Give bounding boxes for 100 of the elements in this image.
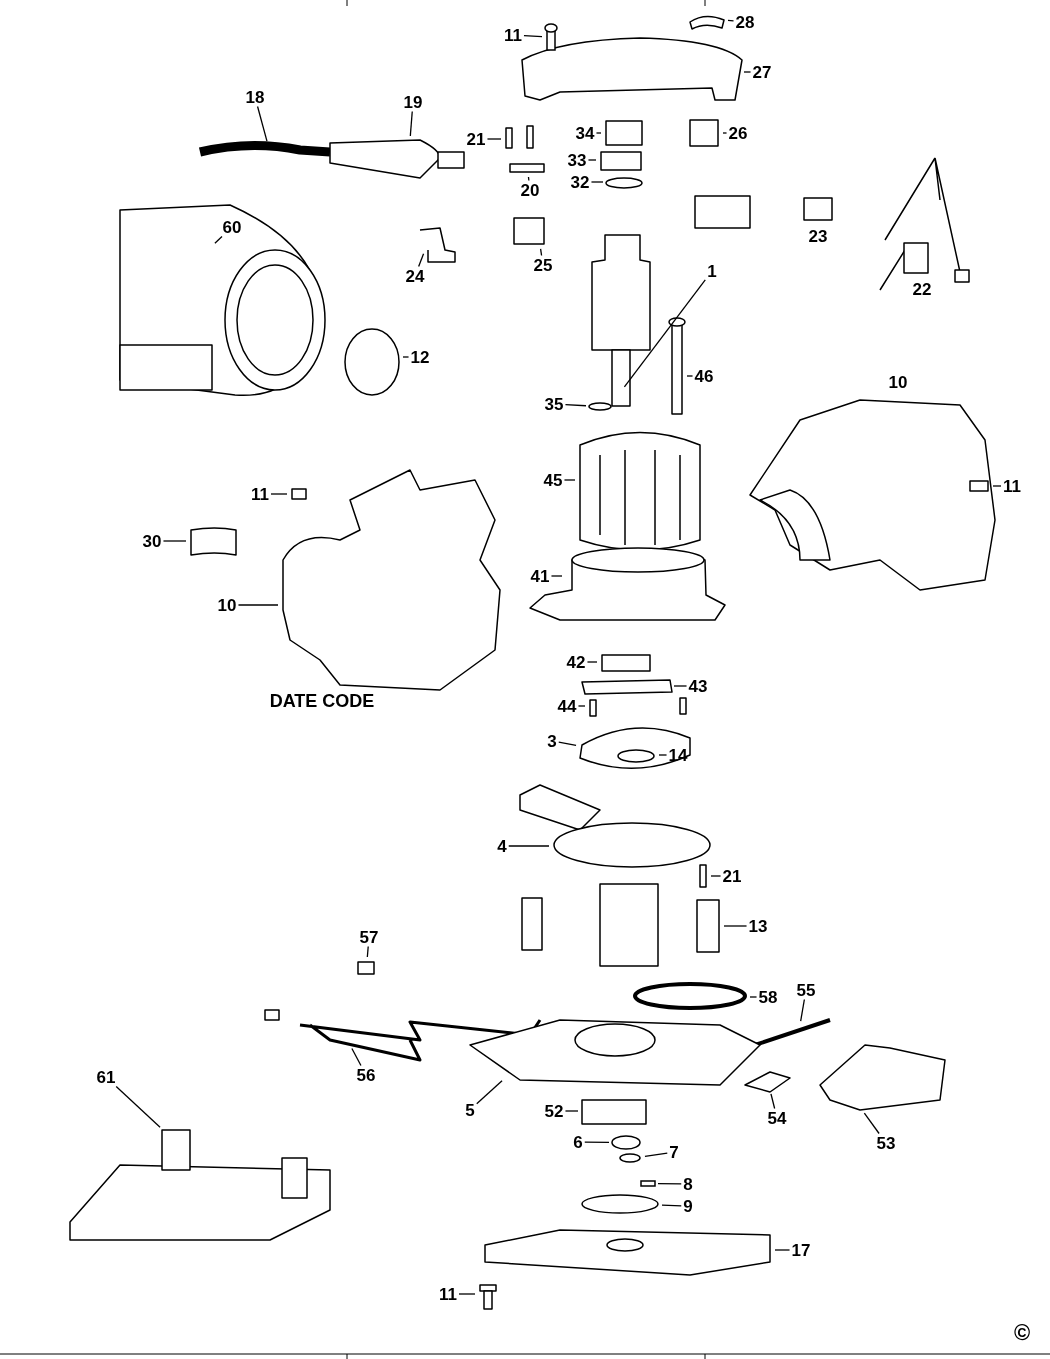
leader-line — [418, 253, 425, 268]
leader-line — [402, 356, 410, 358]
callout-number: 3 — [547, 732, 557, 750]
leader-line — [657, 1183, 682, 1185]
callout-number: 11 — [251, 485, 269, 503]
callout-number: 27 — [752, 63, 772, 81]
callout-number: 21 — [466, 130, 486, 148]
leader-line — [539, 248, 543, 257]
screw-drawing — [544, 23, 558, 51]
leader-line — [595, 132, 602, 134]
callout-number: 24 — [405, 267, 425, 285]
callout-number: 28 — [735, 13, 755, 31]
callout-number: 26 — [728, 124, 748, 142]
callout-number: 1 — [707, 262, 717, 280]
callout-number: 42 — [566, 653, 586, 671]
callout-number: 56 — [356, 1066, 376, 1084]
leader-line — [623, 279, 706, 388]
washer-drawing — [588, 402, 612, 411]
leader-line — [749, 996, 758, 998]
pin-drawing — [640, 1180, 656, 1187]
callout-number: 30 — [142, 532, 162, 550]
callout-number: 35 — [544, 395, 564, 413]
callout-number: 10 — [217, 596, 237, 614]
leader-line — [586, 661, 598, 663]
leader-line — [673, 685, 688, 687]
leader-line — [527, 176, 530, 182]
callout-number: 23 — [808, 227, 828, 245]
callout-number: 53 — [876, 1134, 896, 1152]
callout-number: 57 — [359, 928, 379, 946]
leader-line — [508, 845, 550, 847]
callout-number: 54 — [767, 1109, 787, 1127]
leader-line — [658, 754, 668, 756]
callout-number: 43 — [688, 677, 708, 695]
callout-number: 61 — [96, 1068, 116, 1086]
leader-line — [800, 998, 805, 1022]
leader-line — [237, 604, 279, 606]
callout-number: 11 — [504, 26, 522, 44]
leader-line — [523, 34, 543, 38]
callout-number: 17 — [791, 1241, 811, 1259]
callout-number: 7 — [669, 1143, 679, 1161]
callout-number: 25 — [533, 256, 553, 274]
leader-line — [723, 925, 748, 927]
leader-line — [722, 132, 728, 134]
leader-line — [577, 705, 586, 707]
date-code-label: DATE CODE — [269, 692, 375, 710]
callout-number: 9 — [683, 1197, 693, 1215]
callout-number: 52 — [544, 1102, 564, 1120]
callout-number: 11 — [1003, 477, 1021, 495]
callout-number: 41 — [530, 567, 550, 585]
leader-line — [458, 1293, 476, 1295]
leader-line — [563, 479, 576, 481]
callout-number: 58 — [758, 988, 778, 1006]
leader-line — [486, 138, 502, 140]
callout-number: 18 — [245, 88, 265, 106]
leader-line — [162, 540, 187, 542]
leader-line — [774, 1249, 791, 1251]
callout-number: 5 — [465, 1101, 475, 1119]
callout-number: 4 — [497, 837, 507, 855]
callout-number: 60 — [222, 218, 242, 236]
copyright-mark: © — [1013, 1322, 1031, 1344]
callout-number: 20 — [520, 181, 540, 199]
leader-line — [743, 71, 752, 73]
callout-number: 11 — [439, 1285, 457, 1303]
leader-line — [270, 493, 288, 495]
leader-line — [366, 945, 369, 958]
leader-line — [476, 1080, 503, 1105]
leader-line — [863, 1112, 880, 1135]
callout-number: 21 — [722, 867, 742, 885]
callout-number: 19 — [403, 93, 423, 111]
callout-number: 12 — [410, 348, 430, 366]
callout-number: 44 — [557, 697, 577, 715]
callout-number: 34 — [575, 124, 595, 142]
leader-line — [558, 741, 577, 746]
leader-line — [564, 403, 587, 407]
callout-number: 22 — [912, 280, 932, 298]
leader-line — [564, 1110, 579, 1112]
leader-line — [409, 110, 413, 137]
callout-number: 32 — [570, 173, 590, 191]
leader-line — [710, 875, 722, 877]
leader-line — [590, 181, 604, 183]
leader-line — [256, 105, 268, 142]
callout-number: 33 — [567, 151, 587, 169]
leader-line — [686, 375, 694, 377]
callout-number: 55 — [796, 981, 816, 999]
leader-line — [644, 1152, 668, 1158]
callout-number: 8 — [683, 1175, 693, 1193]
leader-line — [770, 1093, 776, 1110]
leader-line — [115, 1085, 161, 1128]
callout-number: 10 — [888, 373, 908, 391]
leader-line — [661, 1204, 682, 1207]
leader-line — [351, 1047, 362, 1067]
leader-line — [587, 159, 597, 161]
bearing-drawing — [611, 1135, 641, 1150]
callout-number: 6 — [573, 1133, 583, 1151]
leader-line — [992, 485, 1002, 487]
callout-number: 13 — [748, 917, 768, 935]
leader-line — [727, 19, 735, 22]
leader-line — [550, 575, 563, 577]
callout-number: 45 — [543, 471, 563, 489]
leader-line — [584, 1141, 610, 1143]
